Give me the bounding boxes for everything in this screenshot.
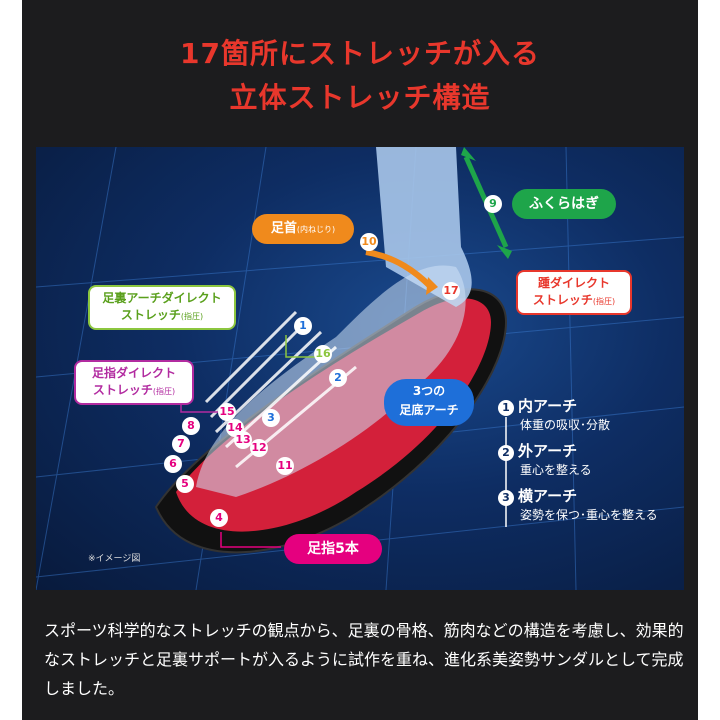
heel-label-line1: 踵ダイレクト bbox=[537, 276, 610, 290]
arch-title: 横アーチ bbox=[518, 487, 578, 505]
point-1: 1 bbox=[294, 317, 312, 335]
point-4: 4 bbox=[210, 509, 228, 527]
point-15: 15 bbox=[218, 403, 236, 421]
point-3: 3 bbox=[262, 409, 280, 427]
point-12: 12 bbox=[250, 439, 268, 457]
sole-arch-label-line2: ストレッチ bbox=[120, 308, 181, 322]
arch-desc: 重心を整える bbox=[520, 463, 592, 477]
toe-label: 足指ダイレクト ストレッチ(指圧) bbox=[74, 360, 194, 405]
arch-number: 2 bbox=[498, 445, 514, 461]
toe-label-line2: ストレッチ bbox=[92, 383, 153, 397]
point-7: 7 bbox=[172, 435, 190, 453]
calf-label: ふくらはぎ bbox=[512, 189, 616, 219]
headline-line2: 立体ストレッチ構造 bbox=[229, 81, 491, 114]
arch-bubble-line1: 3つの bbox=[412, 384, 446, 398]
ankle-label: 足首(内ねじり) bbox=[252, 214, 354, 244]
sole-arch-label-line1: 足裏アーチダイレクト bbox=[102, 291, 222, 305]
point-6: 6 bbox=[164, 455, 182, 473]
arch-title: 内アーチ bbox=[518, 397, 578, 415]
point-8: 8 bbox=[182, 417, 200, 435]
foot-illustration: ふくらはぎ 9 足首(内ねじり) 10 踵ダイレクト ストレッチ(指圧) 17 … bbox=[36, 147, 684, 590]
arch-bubble: 3つの 足底アーチ bbox=[384, 379, 474, 426]
arch-title: 外アーチ bbox=[518, 442, 578, 460]
description-text: スポーツ科学的なストレッチの観点から、足裏の骨格、筋肉などの構造を考慮し、効果的… bbox=[44, 621, 684, 698]
toes5-label: 足指5本 bbox=[284, 534, 382, 564]
heel-label-line2: ストレッチ bbox=[532, 293, 593, 307]
point-16: 16 bbox=[314, 345, 332, 363]
image-note: ※イメージ図 bbox=[88, 554, 141, 564]
point-2: 2 bbox=[329, 369, 347, 387]
arch-desc: 姿勢を保つ･重心を整える bbox=[520, 508, 658, 522]
arch-number: 1 bbox=[498, 400, 514, 416]
arch-number: 3 bbox=[498, 490, 514, 506]
headline-line1: 17箇所にストレッチが入る bbox=[180, 37, 540, 70]
point-11: 11 bbox=[276, 457, 294, 475]
ankle-label-text: 足首 bbox=[270, 221, 297, 236]
point-5: 5 bbox=[176, 475, 194, 493]
arch-desc: 体重の吸収･分散 bbox=[520, 418, 611, 432]
point-9: 9 bbox=[484, 195, 502, 213]
heel-label: 踵ダイレクト ストレッチ(指圧) bbox=[516, 270, 632, 315]
ankle-label-sub: (内ねじり) bbox=[296, 225, 336, 234]
feature-panel: 17箇所にストレッチが入る 立体ストレッチ構造 bbox=[22, 0, 698, 720]
sole-arch-label: 足裏アーチダイレクト ストレッチ(指圧) bbox=[88, 285, 236, 330]
arch-bubble-line2: 足底アーチ bbox=[399, 403, 459, 417]
sole-arch-label-sub: (指圧) bbox=[180, 312, 204, 321]
toe-label-sub: (指圧) bbox=[152, 387, 176, 396]
toe-label-line1: 足指ダイレクト bbox=[91, 366, 176, 380]
point-10: 10 bbox=[360, 233, 378, 251]
point-13: 13 bbox=[234, 431, 252, 449]
heel-label-sub: (指圧) bbox=[592, 297, 616, 306]
point-17: 17 bbox=[442, 282, 460, 300]
